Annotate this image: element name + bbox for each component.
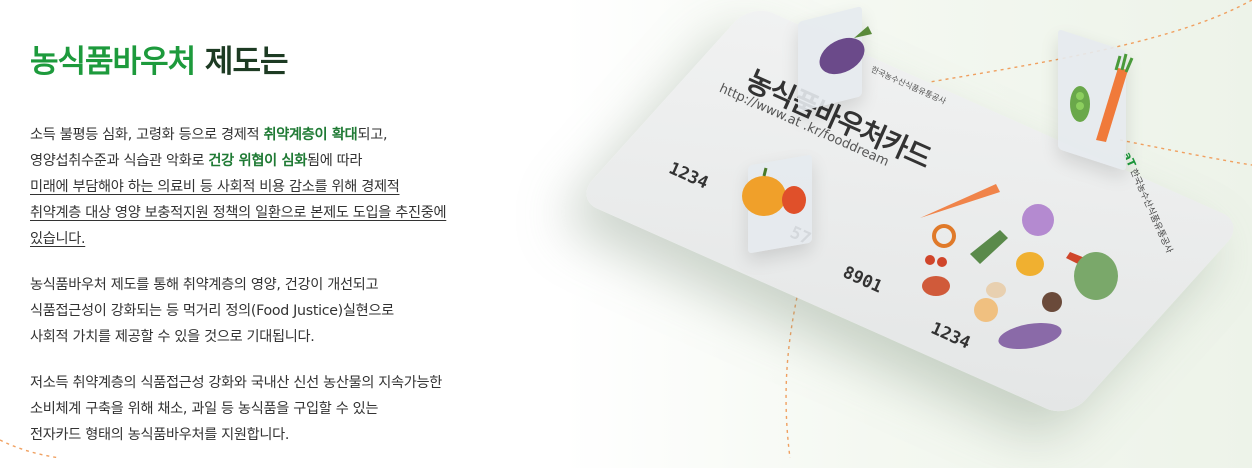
body-text: 전자카드 형태의 농식품바우처를 지원합니다. xyxy=(30,427,290,443)
body-text: 식품접근성이 강화되는 등 먹거리 정의(Food Justice)실현으로 xyxy=(30,303,394,319)
body-text: 됨에 따라 xyxy=(306,153,363,169)
vegetables-icon xyxy=(920,184,1118,350)
highlight-text: 건강 위협이 심화 xyxy=(208,153,307,169)
page-title: 농식품바우처 제도는 xyxy=(30,36,289,81)
body-text: 되고, xyxy=(357,127,388,143)
title-part-green: 농식품바우처 xyxy=(30,44,196,80)
highlight-text: 취약계층이 확대 xyxy=(263,127,358,143)
body-text: 농식품바우처 제도를 통해 취약계층의 영양, 건강이 개선되고 xyxy=(30,277,379,293)
body-text: 사회적 가치를 제공할 수 있을 것으로 기대됩니다. xyxy=(30,329,315,345)
body-text: 소득 불평등 심화, 고령화 등으로 경제적 xyxy=(30,127,264,143)
underlined-text: 미래에 부담해야 하는 의료비 등 사회적 비용 감소를 위해 경제적 xyxy=(30,179,400,195)
underlined-text: 있습니다. xyxy=(30,231,86,247)
pumpkin-icon xyxy=(742,167,806,216)
body-text: 영양섭취수준과 식습관 악화로 xyxy=(30,153,209,169)
eggplant-icon xyxy=(819,26,872,75)
description-paragraphs: 소득 불평등 심화, 고령화 등으로 경제적 취약계층이 확대되고, 영양섭취수준… xyxy=(30,122,550,468)
paragraph-1: 소득 불평등 심화, 고령화 등으로 경제적 취약계층이 확대되고, 영양섭취수준… xyxy=(30,122,550,252)
underlined-text: 취약계층 대상 영양 보충적지원 정책의 일환으로 본제도 도입을 추진중에 xyxy=(30,205,447,221)
pea-carrot-icon xyxy=(1070,53,1134,142)
title-part-dark: 제도는 xyxy=(204,44,289,80)
body-text: 저소득 취약계층의 식품접근성 강화와 국내산 신선 농산물의 지속가능한 xyxy=(30,375,443,391)
body-text: 소비체계 구축을 위해 채소, 과일 등 농식품을 구입할 수 있는 xyxy=(30,401,379,417)
